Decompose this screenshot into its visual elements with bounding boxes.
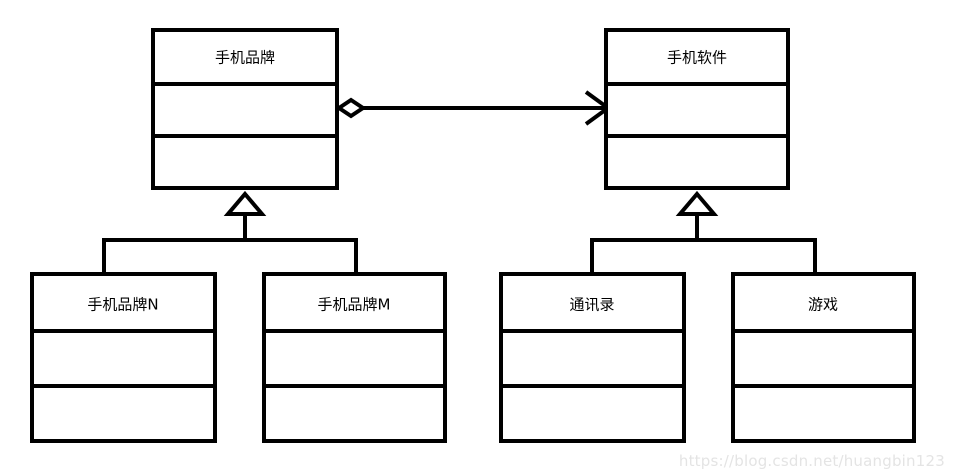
- class-name-label: 手机品牌M: [318, 296, 391, 314]
- class-box-phone-brand-n[interactable]: 手机品牌N: [30, 272, 217, 443]
- class-box-games[interactable]: 游戏: [731, 272, 916, 443]
- class-name-label: 通讯录: [569, 296, 614, 314]
- relationship-generalization-brand[interactable]: [102, 190, 358, 276]
- hollow-triangle-icon: [675, 190, 719, 216]
- class-box-phone-software[interactable]: 手机软件: [604, 28, 790, 190]
- relationship-aggregation-brand-software[interactable]: [335, 90, 612, 126]
- class-name-label: 手机软件: [667, 49, 727, 67]
- class-box-outline: [151, 28, 339, 190]
- class-box-contacts[interactable]: 通讯录: [499, 272, 686, 443]
- class-box-phone-brand[interactable]: 手机品牌: [151, 28, 339, 190]
- hollow-triangle-icon: [223, 190, 267, 216]
- class-box-outline: [30, 272, 217, 443]
- hollow-diamond-icon: [335, 97, 367, 119]
- relationship-generalization-software[interactable]: [590, 190, 817, 276]
- class-name-label: 游戏: [808, 296, 838, 314]
- class-box-phone-brand-m[interactable]: 手机品牌M: [262, 272, 447, 443]
- class-box-outline: [731, 272, 916, 443]
- class-name-label: 手机品牌N: [87, 296, 158, 314]
- class-name-label: 手机品牌: [215, 49, 275, 67]
- class-box-outline: [262, 272, 447, 443]
- class-box-outline: [604, 28, 790, 190]
- watermark: https://blog.csdn.net/huangbin123: [678, 452, 945, 470]
- class-box-outline: [499, 272, 686, 443]
